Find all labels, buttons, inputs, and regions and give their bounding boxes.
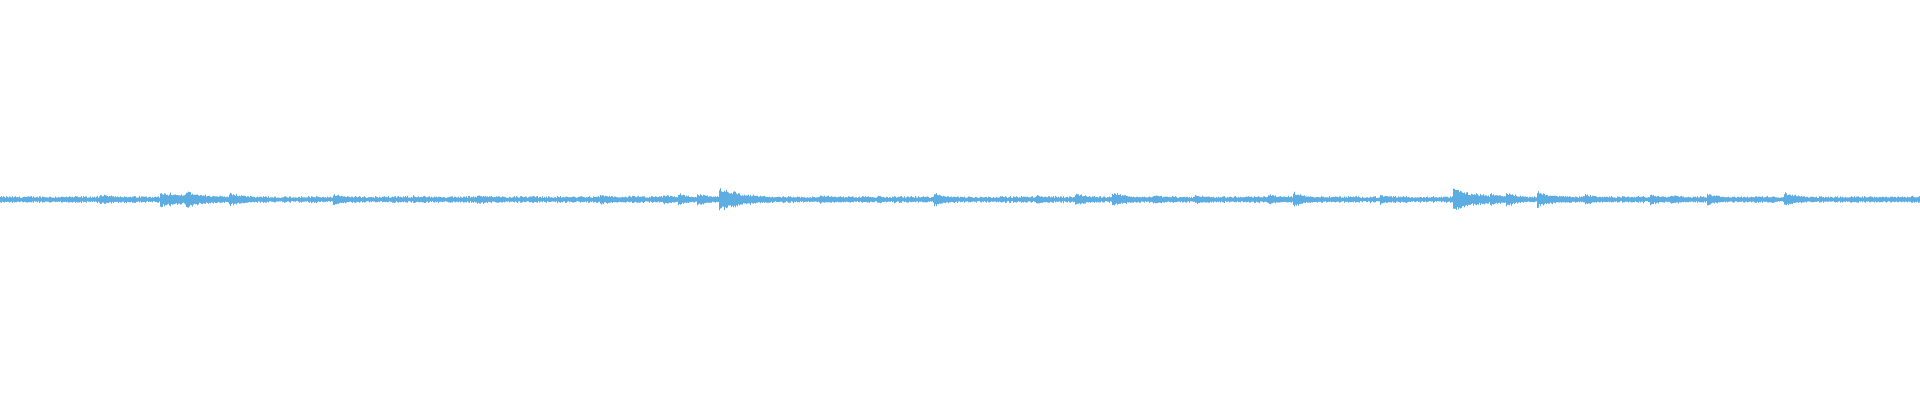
audio-waveform (0, 188, 1920, 211)
